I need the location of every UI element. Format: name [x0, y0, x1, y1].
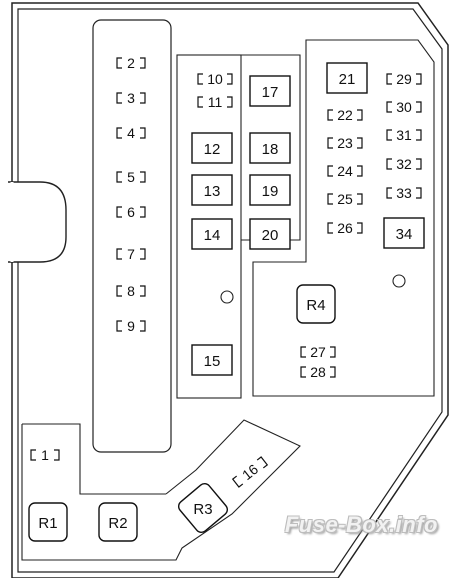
mini-fuse-label: 25 — [337, 191, 353, 207]
mini-fuse-label: 16 — [239, 461, 261, 483]
large-fuse-15: 15 — [191, 344, 233, 376]
relay-r1: R1 — [28, 502, 68, 542]
relay-label: R1 — [38, 515, 57, 532]
mini-fuse-9: 9 — [116, 318, 146, 334]
large-fuse-label: 21 — [339, 71, 356, 88]
mini-fuse-25: 25 — [327, 191, 363, 207]
mini-fuse-23: 23 — [327, 135, 363, 151]
mini-fuse-label: 10 — [207, 71, 223, 87]
mini-fuse-label: 27 — [310, 344, 326, 360]
mini-fuse-24: 24 — [327, 163, 363, 179]
middle-fuse-panel — [176, 54, 242, 399]
bottom-left-lines — [22, 423, 166, 495]
mini-fuse-1: 1 — [30, 447, 60, 463]
relay-label: R2 — [108, 515, 127, 532]
mini-fuse-label: 3 — [127, 90, 135, 106]
mini-fuse-28: 28 — [300, 364, 336, 380]
mini-fuse-7: 7 — [116, 246, 146, 262]
mounting-hole-middle — [220, 290, 234, 304]
large-fuse-label: 19 — [262, 183, 279, 200]
mini-fuse-11: 11 — [197, 94, 233, 110]
fuse-box-outline — [11, 2, 449, 578]
mini-fuse-27: 27 — [300, 344, 336, 360]
large-fuse-label: 34 — [396, 226, 413, 243]
large-fuse-label: 13 — [204, 183, 221, 200]
large-fuse-label: 20 — [262, 227, 279, 244]
mini-fuse-label: 33 — [396, 185, 412, 201]
mini-fuse-label: 5 — [127, 169, 135, 185]
large-fuse-label: 17 — [262, 84, 279, 101]
large-fuse-label: 12 — [204, 141, 221, 158]
relay-r2: R2 — [98, 502, 138, 542]
large-fuse-17: 17 — [249, 75, 291, 107]
mini-fuse-label: 26 — [337, 220, 353, 236]
mini-fuse-32: 32 — [386, 156, 422, 172]
mini-fuse-16: 16 — [231, 456, 269, 488]
bottom-diagonal-section — [21, 419, 301, 561]
mini-fuse-label: 2 — [127, 55, 135, 71]
mini-fuse-label: 29 — [396, 71, 412, 87]
mini-fuse-label: 28 — [310, 364, 326, 380]
mini-fuse-label: 4 — [127, 125, 135, 141]
mounting-hole-right — [392, 274, 406, 288]
mini-fuse-2: 2 — [116, 55, 146, 71]
mini-fuse-30: 30 — [386, 99, 422, 115]
mini-fuse-33: 33 — [386, 185, 422, 201]
large-fuse-12: 12 — [191, 132, 233, 164]
relay-r3: R3 — [177, 482, 229, 534]
mini-fuse-6: 6 — [116, 204, 146, 220]
large-fuse-20: 20 — [249, 218, 291, 250]
mini-fuse-8: 8 — [116, 283, 146, 299]
large-fuse-label: 15 — [204, 353, 221, 370]
mini-fuse-label: 22 — [337, 107, 353, 123]
mini-fuse-label: 8 — [127, 283, 135, 299]
mini-fuse-label: 30 — [396, 99, 412, 115]
mini-fuse-5: 5 — [116, 169, 146, 185]
mini-fuse-4: 4 — [116, 125, 146, 141]
fuse-box-inner-boundary — [25, 16, 436, 566]
mini-fuse-label: 6 — [127, 204, 135, 220]
relay-r4: R4 — [296, 284, 336, 324]
mini-fuse-label: 11 — [208, 94, 223, 110]
left-notch — [8, 181, 67, 263]
mini-fuse-label: 23 — [337, 135, 353, 151]
right-fuse-panel — [252, 39, 435, 397]
bottom-left-section — [22, 420, 300, 496]
mini-fuse-10: 10 — [197, 71, 233, 87]
mini-fuse-26: 26 — [327, 220, 363, 236]
mini-fuse-29: 29 — [386, 71, 422, 87]
large-fuse-19: 19 — [249, 174, 291, 206]
mini-fuse-31: 31 — [386, 127, 422, 143]
mini-fuse-label: 9 — [127, 318, 135, 334]
mini-fuse-label: 24 — [337, 163, 353, 179]
mini-fuse-label: 32 — [396, 156, 412, 172]
mini-fuse-label: 7 — [127, 246, 135, 262]
mini-fuse-label: 31 — [396, 127, 412, 143]
relay-label: R4 — [306, 297, 325, 314]
relay-label: R3 — [193, 501, 212, 518]
large-fuse-14: 14 — [191, 218, 233, 250]
fuse-box-inner-outline — [17, 8, 443, 573]
large-fuse-18: 18 — [249, 132, 291, 164]
large-fuse-13: 13 — [191, 174, 233, 206]
large-fuse-34: 34 — [383, 217, 425, 249]
watermark: Fuse-Box.info — [284, 512, 438, 537]
large-fuse-21: 21 — [326, 62, 368, 94]
large-fuse-label: 18 — [262, 141, 279, 158]
mini-fuse-label: 1 — [41, 447, 49, 463]
left-fuse-panel — [92, 19, 172, 453]
mini-fuse-22: 22 — [327, 107, 363, 123]
large-fuse-label: 14 — [204, 227, 221, 244]
mini-fuse-3: 3 — [116, 90, 146, 106]
